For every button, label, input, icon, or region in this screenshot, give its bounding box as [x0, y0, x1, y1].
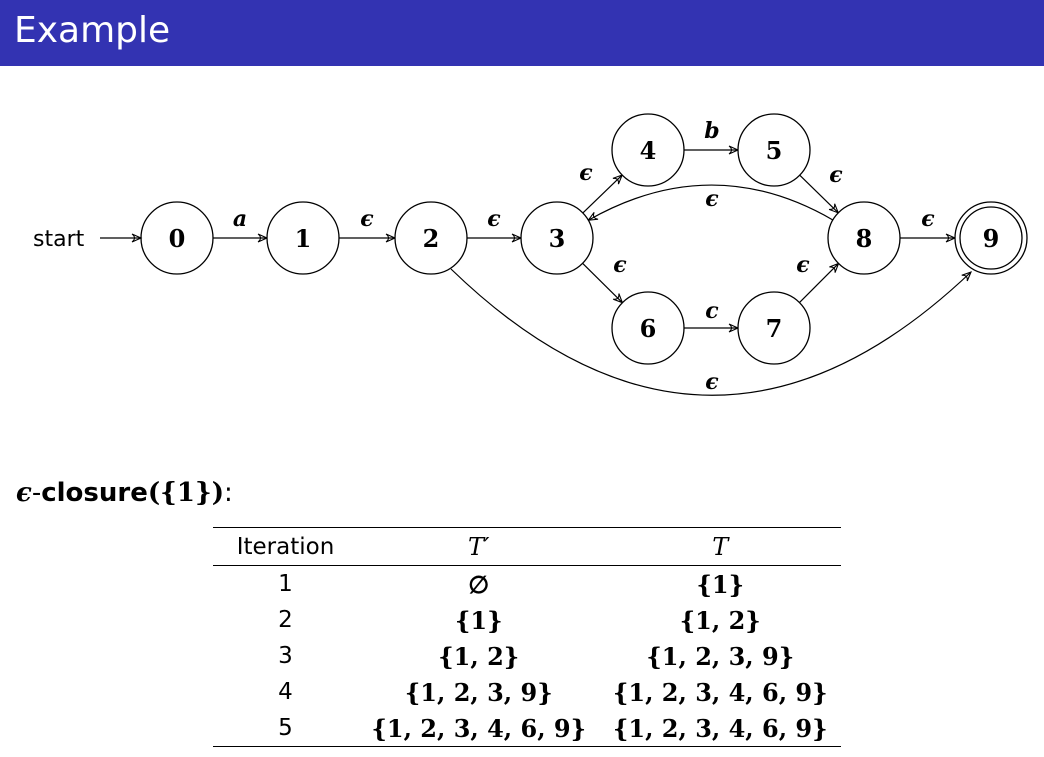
- state-circle: [737, 291, 811, 365]
- t-cell: {1, 2, 3, 4, 6, 9}: [612, 677, 828, 707]
- table-row: 2 {1} {1, 2}: [213, 602, 841, 638]
- edge-line: [582, 174, 624, 214]
- t-prime-cell: {1, 2, 3, 9}: [404, 677, 553, 707]
- state-circle: [520, 201, 594, 275]
- state-circle: [827, 201, 901, 275]
- edge-2-9: ϵ: [450, 268, 972, 396]
- closure-argument: ({1}): [147, 478, 225, 508]
- state-8: 8: [827, 201, 901, 275]
- state-5: 5: [737, 113, 811, 187]
- state-label: 6: [640, 314, 657, 343]
- header-t-prime: T′: [358, 527, 600, 566]
- t-prime-cell: {1, 2, 3, 4, 6, 9}: [371, 713, 587, 743]
- closure-epsilon: ϵ: [16, 478, 32, 508]
- t-cell: {1}: [696, 569, 745, 599]
- edge-2-3: ϵ: [467, 206, 523, 243]
- state-4: 4: [611, 113, 685, 187]
- state-label: 5: [766, 136, 783, 165]
- state-label: 8: [856, 224, 873, 253]
- edge-label: ϵ: [579, 160, 593, 186]
- edge-5-8: ϵ: [799, 162, 843, 214]
- closure-dash: -: [31, 478, 42, 508]
- edge-line: [582, 262, 624, 304]
- edge-label: ϵ: [796, 252, 810, 278]
- state-7: 7: [737, 291, 811, 365]
- edge-label: ϵ: [705, 186, 719, 212]
- table-row: 1 ∅ {1}: [213, 566, 841, 603]
- title-bar: Example: [0, 0, 1044, 66]
- t-prime-cell: ∅: [468, 569, 490, 599]
- start-label: start: [33, 227, 85, 252]
- nfa-diagram: a ϵ ϵ ϵ ϵ b c ϵ ϵ ϵ ϵ ϵ 0 1 2 3 4 5 6 7 8 9 start: [33, 113, 1028, 396]
- state-label: 4: [640, 136, 657, 165]
- start-arrow: start: [33, 227, 143, 252]
- edge-label: ϵ: [487, 206, 501, 232]
- closure-heading: ϵ-closure({1}):: [16, 478, 233, 508]
- state-label: 2: [423, 224, 440, 253]
- state-0: 0: [140, 201, 214, 275]
- state-label: 0: [169, 224, 186, 253]
- edge-label: a: [233, 206, 247, 232]
- iteration-cell: 1: [278, 571, 293, 597]
- edge-6-7: c: [684, 298, 740, 333]
- edge-0-1: a: [213, 206, 269, 243]
- edge-label: ϵ: [921, 206, 935, 232]
- edge-label: ϵ: [705, 369, 719, 395]
- state-label: 7: [766, 314, 783, 343]
- edge-line: [799, 262, 840, 303]
- state-label: 3: [549, 224, 566, 253]
- state-circle: [737, 113, 811, 187]
- t-cell: {1, 2}: [679, 605, 761, 635]
- iteration-cell: 2: [278, 607, 293, 633]
- table-row: 4 {1, 2, 3, 9} {1, 2, 3, 4, 6, 9}: [213, 674, 841, 710]
- edge-label: ϵ: [360, 206, 374, 232]
- state-3: 3: [520, 201, 594, 275]
- page-title: Example: [14, 10, 171, 51]
- closure-suffix: :: [224, 478, 233, 508]
- edge-8-3: ϵ: [587, 184, 834, 221]
- table-header-row: Iteration T′ T: [213, 527, 841, 566]
- edge-7-8: ϵ: [796, 252, 840, 303]
- state-circle: [611, 113, 685, 187]
- edge-3-4: ϵ: [579, 160, 624, 214]
- edge-label: ϵ: [613, 252, 627, 278]
- state-1: 1: [266, 201, 340, 275]
- table-row: 3 {1, 2} {1, 2, 3, 9}: [213, 638, 841, 674]
- table-row: 5 {1, 2, 3, 4, 6, 9} {1, 2, 3, 4, 6, 9}: [213, 710, 841, 747]
- state-circle: [394, 201, 468, 275]
- edge-3-6: ϵ: [582, 252, 627, 304]
- header-t: T: [599, 527, 841, 566]
- edge-4-5: b: [684, 118, 740, 155]
- iteration-cell: 5: [278, 715, 293, 741]
- edge-line: [799, 174, 840, 214]
- t-cell: {1, 2, 3, 9}: [646, 641, 795, 671]
- accepting-ring: [959, 206, 1023, 270]
- edge-line: [587, 184, 834, 221]
- iteration-cell: 4: [278, 679, 293, 705]
- closure-function-name: closure: [41, 478, 148, 508]
- edge-8-9: ϵ: [900, 206, 957, 243]
- iteration-cell: 3: [278, 643, 293, 669]
- state-label: 1: [295, 224, 312, 253]
- edge-label: b: [704, 118, 719, 144]
- state-circle: [266, 201, 340, 275]
- edge-line: [450, 268, 972, 396]
- state-6: 6: [611, 291, 685, 365]
- t-prime-cell: {1, 2}: [438, 641, 520, 671]
- header-iteration: Iteration: [213, 527, 358, 566]
- state-9: 9: [954, 201, 1028, 275]
- iteration-table: Iteration T′ T 1 ∅ {1} 2 {1} {1, 2} 3 {1…: [213, 527, 841, 747]
- edge-label: ϵ: [829, 162, 843, 188]
- state-circle: [611, 291, 685, 365]
- state-2: 2: [394, 201, 468, 275]
- t-prime-cell: {1}: [454, 605, 503, 635]
- state-label: 9: [983, 224, 1000, 253]
- t-cell: {1, 2, 3, 4, 6, 9}: [612, 713, 828, 743]
- edge-label: c: [705, 298, 719, 324]
- edge-1-2: ϵ: [339, 206, 397, 243]
